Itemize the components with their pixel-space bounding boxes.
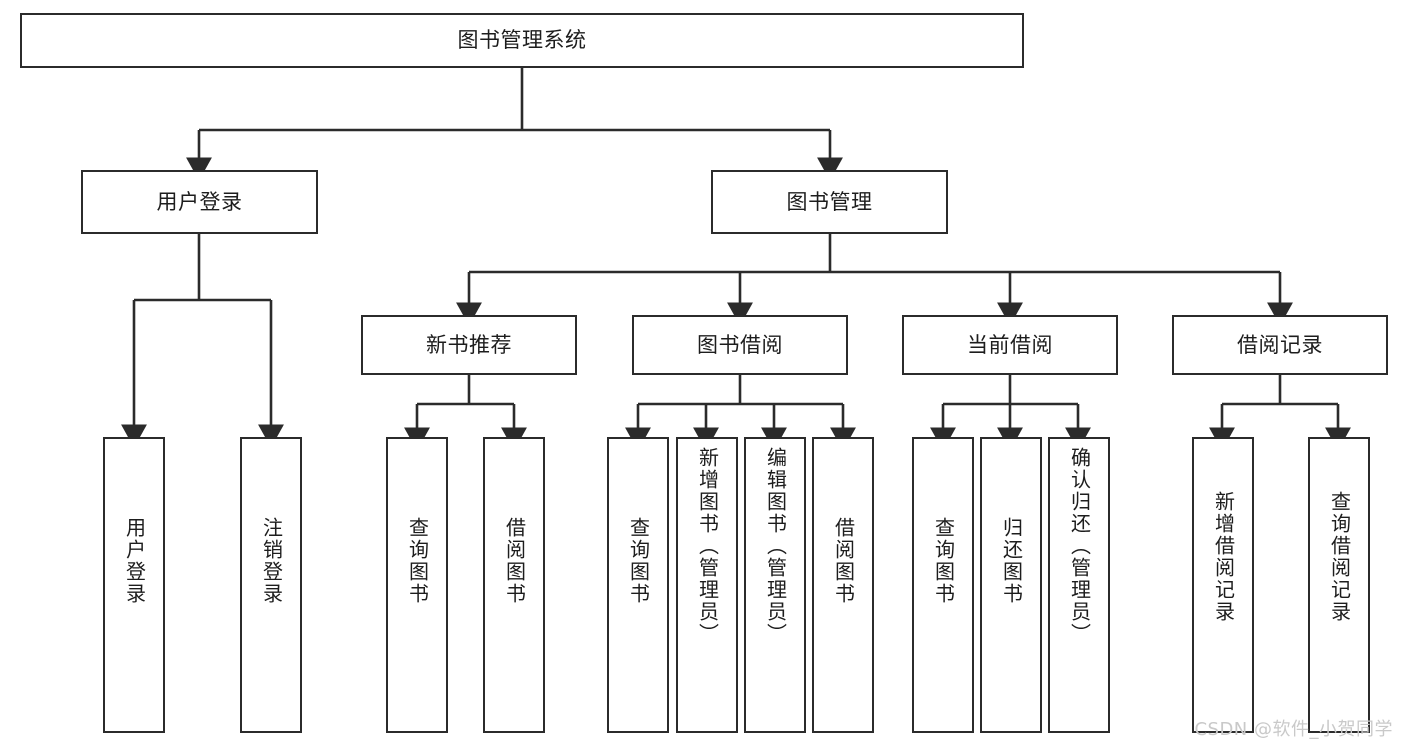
node-current-borrow-label: 当前借阅 <box>967 332 1053 357</box>
leaf-borrow-query-books-label: 查询图书 <box>626 517 651 605</box>
leaf-user-login-label: 用户登录 <box>122 517 147 605</box>
node-borrow-record[interactable]: 借阅记录 <box>1172 315 1388 375</box>
leaf-borrow-edit-book-admin-label: 编辑图书（管理员） <box>763 447 788 645</box>
leaf-record-add-record-label: 新增借阅记录 <box>1211 491 1236 623</box>
leaf-logout[interactable]: 注销登录 <box>240 437 302 733</box>
node-user-login[interactable]: 用户登录 <box>81 170 318 234</box>
leaf-newbook-query-books-label: 查询图书 <box>405 517 430 605</box>
leaf-newbook-borrow-books[interactable]: 借阅图书 <box>483 437 545 733</box>
leaf-borrow-borrow-books[interactable]: 借阅图书 <box>812 437 874 733</box>
watermark-text: CSDN @软件_小贺同学 <box>1194 719 1393 740</box>
leaf-user-login[interactable]: 用户登录 <box>103 437 165 733</box>
leaf-record-add-record[interactable]: 新增借阅记录 <box>1192 437 1254 733</box>
leaf-current-return-books-label: 归还图书 <box>999 517 1024 605</box>
leaf-borrow-borrow-books-label: 借阅图书 <box>831 517 856 605</box>
node-current-borrow[interactable]: 当前借阅 <box>902 315 1118 375</box>
leaf-current-query-books-label: 查询图书 <box>931 517 956 605</box>
leaf-current-confirm-return-admin[interactable]: 确认归还（管理员） <box>1048 437 1110 733</box>
node-new-book-recommend[interactable]: 新书推荐 <box>361 315 577 375</box>
leaf-borrow-add-book-admin[interactable]: 新增图书（管理员） <box>676 437 738 733</box>
node-book-borrow-label: 图书借阅 <box>697 332 783 357</box>
leaf-borrow-query-books[interactable]: 查询图书 <box>607 437 669 733</box>
node-book-borrow[interactable]: 图书借阅 <box>632 315 848 375</box>
leaf-newbook-borrow-books-label: 借阅图书 <box>502 517 527 605</box>
leaf-borrow-add-book-admin-label: 新增图书（管理员） <box>695 447 720 645</box>
node-user-login-label: 用户登录 <box>156 189 243 214</box>
leaf-current-return-books[interactable]: 归还图书 <box>980 437 1042 733</box>
leaf-record-query-record-label: 查询借阅记录 <box>1327 491 1352 623</box>
leaf-logout-label: 注销登录 <box>259 517 284 605</box>
leaf-record-query-record[interactable]: 查询借阅记录 <box>1308 437 1370 733</box>
node-book-management[interactable]: 图书管理 <box>711 170 948 234</box>
leaf-current-query-books[interactable]: 查询图书 <box>912 437 974 733</box>
node-root-label: 图书管理系统 <box>457 28 587 53</box>
node-book-management-label: 图书管理 <box>786 189 873 214</box>
node-borrow-record-label: 借阅记录 <box>1237 332 1323 357</box>
leaf-borrow-edit-book-admin[interactable]: 编辑图书（管理员） <box>744 437 806 733</box>
node-root[interactable]: 图书管理系统 <box>20 13 1024 68</box>
leaf-current-confirm-return-admin-label: 确认归还（管理员） <box>1067 447 1092 645</box>
leaf-newbook-query-books[interactable]: 查询图书 <box>386 437 448 733</box>
node-new-book-recommend-label: 新书推荐 <box>426 332 512 357</box>
